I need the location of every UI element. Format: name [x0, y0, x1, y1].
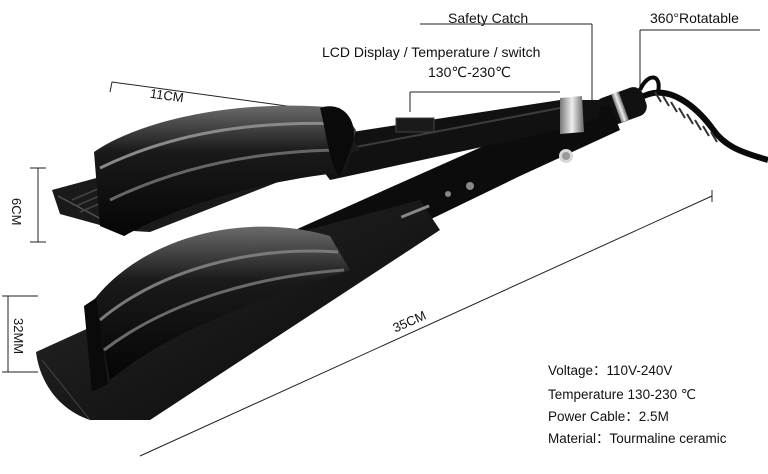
lower-barrels: [84, 226, 350, 392]
spec-material: Material：Tourmaline ceramic: [548, 428, 727, 450]
spec-power-cable: Power Cable：2.5M: [548, 406, 669, 428]
spec-voltage-label: Voltage：: [548, 363, 607, 378]
temperature-range-label: 130℃-230℃: [428, 64, 511, 80]
upper-barrels: [94, 105, 356, 236]
spec-power-cable-value: 2.5M: [638, 409, 669, 424]
spec-voltage: Voltage：110V-240V: [548, 360, 672, 382]
spec-power-cable-label: Power Cable：: [548, 409, 639, 424]
spec-material-value: Tourmaline ceramic: [609, 431, 727, 446]
safety-catch-label: Safety Catch: [448, 10, 529, 26]
body-markings: [400, 182, 474, 219]
barrel-32mm-label: 32MM: [11, 318, 26, 355]
height-6cm-label: 6CM: [9, 198, 24, 226]
spec-material-label: Material：: [548, 431, 610, 446]
rotatable-label: 360°Rotatable: [650, 10, 739, 26]
power-cord: [638, 75, 768, 163]
spec-voltage-value: 110V-240V: [606, 363, 673, 378]
dimension-lines: [2, 23, 760, 457]
spec-temperature: Temperature 130-230 ℃: [548, 384, 696, 406]
lcd-display-label: LCD Display / Temperature / switch: [322, 44, 541, 60]
spec-temperature-value: 130-230 ℃: [627, 387, 697, 402]
spec-temperature-label: Temperature: [548, 387, 628, 402]
